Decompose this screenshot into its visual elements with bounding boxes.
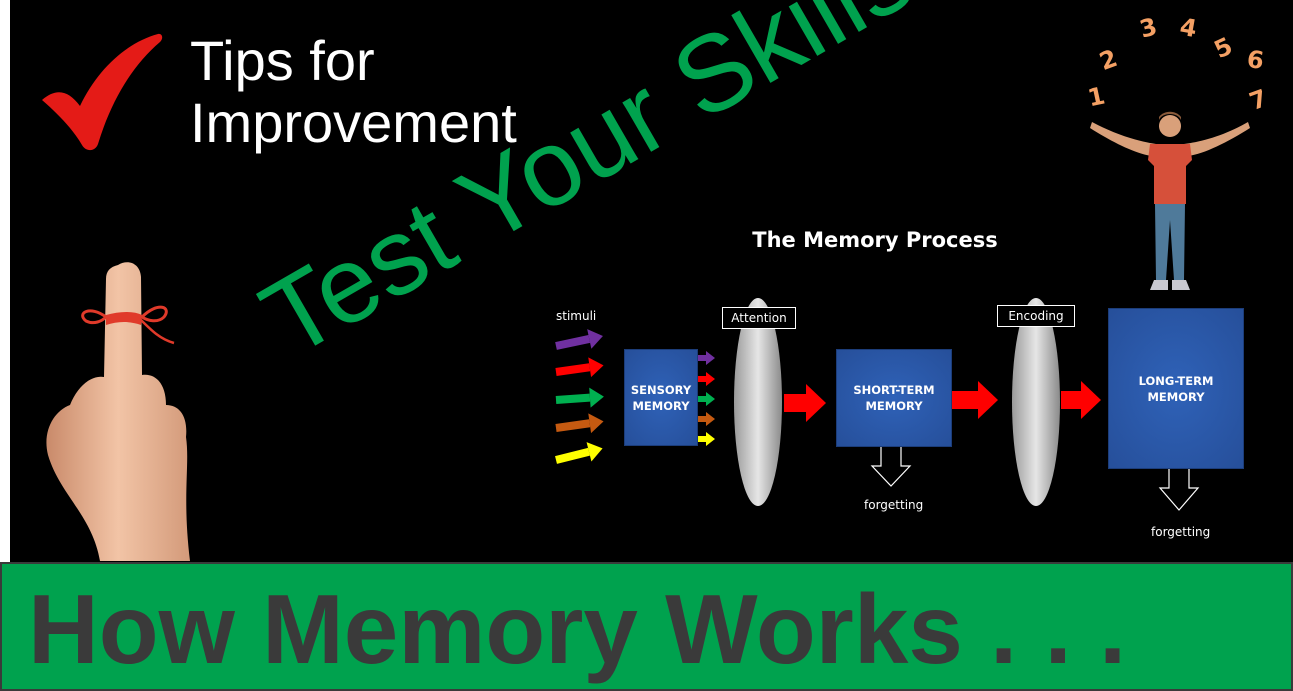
long-term-memory-box: LONG-TERM MEMORY [1108, 308, 1244, 469]
forgetting-label-2: forgetting [1151, 525, 1211, 539]
tips-title-line2: Improvement [190, 91, 517, 154]
slide-background [10, 0, 1293, 562]
short-term-memory-box: SHORT-TERM MEMORY [836, 349, 952, 447]
forgetting-label-1: forgetting [864, 498, 924, 512]
tips-title: Tips for Improvement [190, 30, 610, 154]
bottom-banner [0, 562, 1293, 691]
long-term-memory-label: LONG-TERM MEMORY [1138, 373, 1214, 404]
attention-label: Attention [722, 307, 796, 329]
forgetting-arrow-1 [870, 445, 912, 487]
encoding-lens [1012, 298, 1060, 506]
person-juggling-numbers-icon [1090, 111, 1250, 290]
forgetting-arrow-2 [1158, 467, 1200, 511]
finger-with-ribbon-icon [46, 262, 190, 561]
red-arrow-3 [1061, 381, 1101, 419]
attention-lens [734, 298, 782, 506]
sensory-output-arrows [698, 351, 715, 446]
red-arrow-1 [784, 384, 826, 422]
tips-title-line1: Tips for [190, 29, 375, 92]
checkmark-icon [42, 33, 163, 151]
stimuli-arrows [555, 329, 604, 464]
sensory-memory-box: SENSORY MEMORY [624, 349, 698, 446]
memory-process-diagram [555, 298, 1200, 511]
short-term-memory-label: SHORT-TERM MEMORY [853, 383, 935, 413]
banner-title: How Memory Works . . . [28, 574, 1127, 684]
stimuli-label: stimuli [556, 309, 597, 323]
encoding-label: Encoding [997, 305, 1075, 327]
red-arrow-2 [952, 381, 998, 419]
diagram-title: The Memory Process [752, 228, 998, 252]
sensory-memory-label: SENSORY MEMORY [630, 382, 692, 413]
